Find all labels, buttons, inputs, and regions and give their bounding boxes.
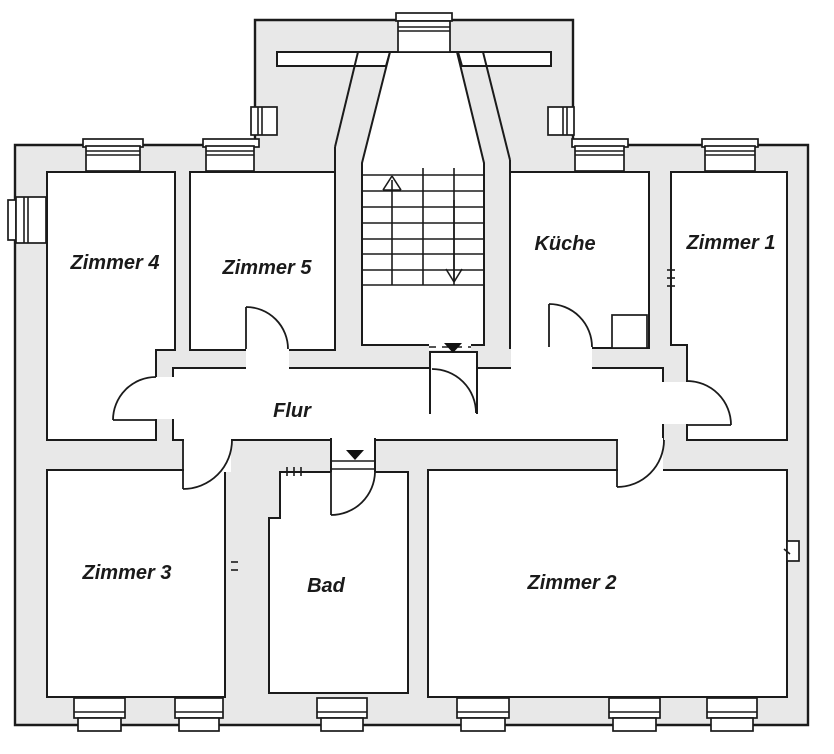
stairs-up-arrow-icon	[382, 175, 402, 285]
label-flur: Flur	[273, 400, 312, 422]
window-top-2	[202, 138, 260, 172]
window-bottom-2	[174, 697, 224, 732]
label-zimmer-2: Zimmer 2	[527, 572, 617, 594]
window-top-4	[701, 138, 759, 172]
structure-lines	[231, 51, 800, 571]
doors	[112, 303, 732, 516]
stairs-down-arrow-icon	[445, 200, 463, 283]
windows	[7, 12, 759, 732]
door-zimmer-3	[182, 439, 233, 490]
room-bad	[268, 471, 409, 694]
bath-step-triangle-icon	[346, 450, 364, 460]
door-kueche	[548, 303, 593, 348]
window-top-3	[571, 138, 629, 172]
door-zimmer-1	[686, 380, 732, 426]
window-bottom-6	[706, 697, 758, 732]
staircase	[331, 168, 484, 470]
right-wall-niche	[786, 540, 800, 562]
label-zimmer-1: Zimmer 1	[686, 232, 776, 254]
vestibule	[429, 351, 478, 414]
door-zimmer-2	[616, 439, 665, 488]
door-vestibule	[431, 368, 477, 414]
window-top-1	[82, 138, 144, 172]
label-kueche: Küche	[534, 233, 595, 255]
wall-openings	[154, 342, 689, 476]
door-zimmer-4	[112, 376, 157, 421]
label-zimmer-3: Zimmer 3	[82, 562, 172, 584]
window-left	[7, 196, 47, 244]
room-zimmer-4	[46, 171, 176, 441]
window-bottom-1	[73, 697, 126, 732]
room-zimmer-2	[427, 469, 788, 698]
label-zimmer-4: Zimmer 4	[70, 252, 160, 274]
room-labels: Zimmer 4 Zimmer 5 Küche Zimmer 1 Flur Zi…	[70, 232, 776, 597]
window-bottom-4	[456, 697, 510, 732]
window-bottom-5	[608, 697, 661, 732]
door-bad	[330, 471, 376, 516]
window-bay-top	[395, 12, 453, 53]
entry-step-triangle-icon	[444, 343, 462, 353]
window-bay-right	[547, 106, 575, 136]
bay-strip-left	[276, 51, 392, 67]
window-bay-left	[250, 106, 278, 136]
window-bottom-3	[316, 697, 368, 732]
door-zimmer-5	[245, 306, 289, 350]
kueche-duct-box	[611, 314, 648, 349]
room-zimmer-1	[670, 171, 788, 441]
label-zimmer-5: Zimmer 5	[222, 257, 313, 279]
label-bad: Bad	[307, 575, 346, 597]
room-zimmer-3	[46, 469, 226, 698]
room-flur	[172, 367, 664, 441]
bay-strip-right	[456, 51, 552, 67]
